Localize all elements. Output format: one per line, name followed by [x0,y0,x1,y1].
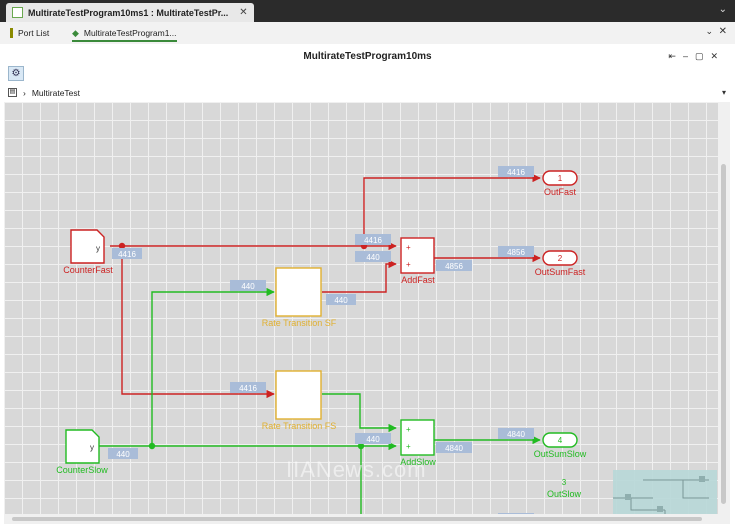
breadcrumb-separator: › [23,87,26,98]
signal-value: 4856 [445,262,463,271]
chevron-down-icon[interactable]: ⌄ [705,26,713,36]
outport-outsumslow[interactable]: 4 OutSumSlow [534,432,587,459]
close-icon[interactable]: ✕ [718,26,727,37]
counter-fast-block[interactable]: y CounterFast [63,229,113,275]
outport-name: OutSumSlow [534,449,587,459]
tab-model[interactable]: ◆ MultirateTestProgram1... [72,26,177,42]
editor-window-controls[interactable]: ⇤–▢✕ [668,51,725,61]
wire-to-rtsf[interactable] [151,287,275,446]
signal-value: 4416 [118,250,136,259]
outport-number: 1 [558,174,563,183]
rt-sf-name: Rate Transition SF [262,318,337,328]
counter-slow-block[interactable]: y CounterSlow [56,429,108,475]
chevron-down-icon[interactable]: ⌄ [718,4,727,15]
plus-sign: + [406,260,411,269]
outport-outfast[interactable]: 1 OutFast [542,170,578,197]
signal-value: 4416 [507,168,525,177]
rt-fs-name: Rate Transition FS [262,421,337,431]
view-tab-bar: Port List ◆ MultirateTestProgram1... ⌄ ✕ [0,22,735,45]
add-slow-block[interactable]: + + AddSlow [400,419,436,467]
add-fast-name: AddFast [401,275,435,285]
outport-name: OutSumFast [535,267,586,277]
signal-value: 4840 [507,430,525,439]
outport-number: 3 [561,478,567,487]
model-icon: ◆ [72,27,79,38]
wire-to-rtfs[interactable] [121,246,275,399]
outport-number: 2 [558,254,563,263]
wire-to-outfast[interactable] [363,173,541,246]
diagram-canvas[interactable]: y CounterFast y CounterSlow Rate Transit… [4,102,718,514]
watermark: IIANews.com [286,457,427,482]
branch-point [118,242,126,250]
editor-title: MultirateTestProgram10ms [303,51,432,62]
port-list-icon [10,28,13,38]
tab-port-list-label: Port List [18,28,50,38]
port-y-label: y [96,244,100,253]
signal-value: 440 [366,253,380,262]
add-slow-name: AddSlow [400,457,436,467]
model-file-icon [12,7,23,18]
vertical-scroll-thumb[interactable] [721,164,726,504]
diagram-editor: MultirateTestProgram10ms ⇤–▢✕ ⚙ ▤ › Mult… [0,44,735,526]
window-titlebar: MultirateTestProgram10ms1 : MultirateTes… [0,0,735,22]
signal-value: 440 [116,450,130,459]
outport-name: OutFast [544,187,577,197]
branch-point [357,442,365,450]
plus-sign: + [406,442,411,451]
hierarchy-icon[interactable]: ▤ [8,88,17,97]
signal-value: 4856 [507,248,525,257]
document-tab-title: MultirateTestProgram10ms1 : MultirateTes… [28,7,229,18]
add-fast-block[interactable]: + + AddFast [400,237,435,285]
vertical-scrollbar[interactable] [718,102,730,514]
branch-point [148,442,156,450]
signal-value: 4416 [239,384,257,393]
close-tab-icon[interactable]: ✕ [239,7,248,18]
tab-model-label: MultirateTestProgram1... [83,28,177,38]
overview-minimap[interactable] [613,470,717,514]
breadcrumb: ▤ › MultirateTest [8,86,80,99]
breadcrumb-item[interactable]: MultirateTest [31,87,81,98]
toolbar-icon[interactable]: ⚙ [8,66,24,81]
fast-signal-lines [110,173,541,399]
outport-number: 4 [558,436,563,445]
wire-to-outslow[interactable] [360,446,540,514]
signal-value-labels: 4416 4416 4416 440 440 440 4856 4856 441… [108,166,534,514]
wire-rtfs-addslow[interactable] [322,393,397,433]
outport-outsumfast[interactable]: 2 OutSumFast [535,250,586,277]
tab-port-list[interactable]: Port List [10,26,49,40]
plus-sign: + [406,425,411,434]
counter-slow-name: CounterSlow [56,465,108,475]
signal-value: 4416 [364,236,382,245]
signal-value: 440 [334,296,348,305]
rate-transition-sf-block[interactable]: Rate Transition SF [262,267,337,328]
diagram-svg: y CounterFast y CounterSlow Rate Transit… [56,166,587,514]
horizontal-scrollbar[interactable] [4,514,730,524]
signal-value: 440 [241,282,255,291]
plus-sign: + [406,243,411,252]
slow-signal-lines [98,287,541,514]
rate-transition-fs-block[interactable]: Rate Transition FS [262,370,337,431]
breadcrumb-dropdown-icon[interactable]: ▾ [721,88,726,97]
minimap-preview [613,476,709,514]
outport-name: OutSlow [546,489,581,499]
signal-value: 4840 [445,444,463,453]
counter-fast-name: CounterFast [63,265,113,275]
wire-rtsf-addfast[interactable] [322,259,397,293]
port-y-label: y [90,443,94,452]
horizontal-scroll-thumb[interactable] [12,517,702,521]
document-tab[interactable]: MultirateTestProgram10ms1 : MultirateTes… [6,3,254,22]
signal-value: 440 [366,435,380,444]
